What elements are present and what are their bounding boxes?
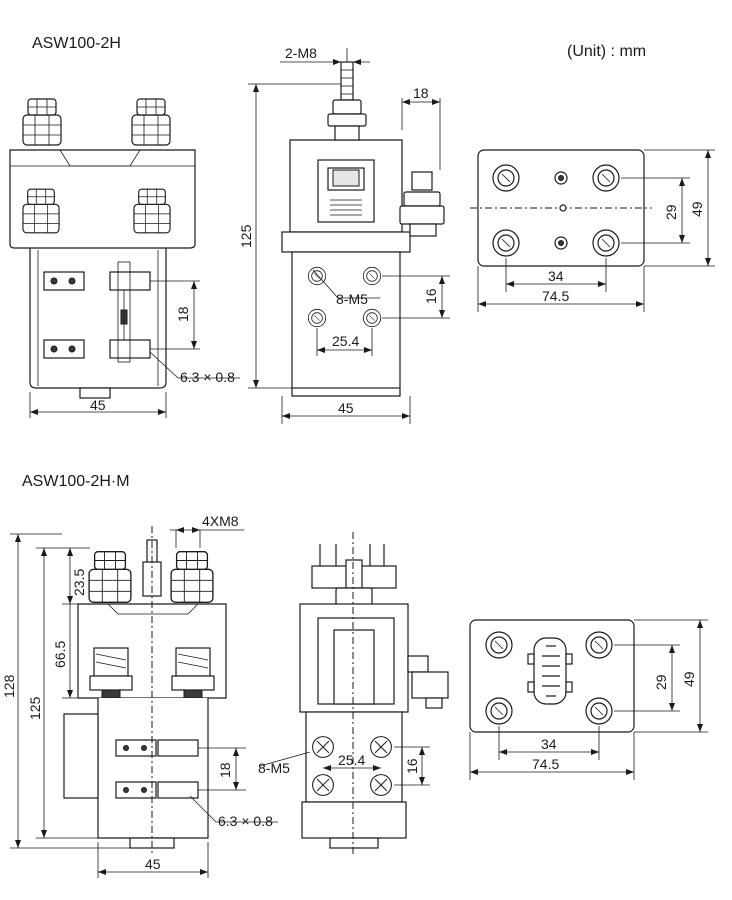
model1-title: ASW100-2H <box>32 35 121 52</box>
model1-side-thread: 2-M8 <box>285 45 317 61</box>
model1-top-inner-h: 34 <box>548 268 564 284</box>
model2-title: ASW100-2H·M <box>22 473 130 490</box>
model1-side-view: 2-M8 18 125 8-M5 16 25.4 45 <box>238 45 450 424</box>
model1-front-tab: 6.3 × 0.8 <box>180 369 235 385</box>
model2-front-tab: 6.3 × 0.8 <box>218 813 273 829</box>
model1-side-offset: 18 <box>413 85 429 101</box>
model1-top-view: 29 49 34 74.5 <box>470 149 715 312</box>
model1-side-height: 125 <box>238 224 254 248</box>
model2-front-pitch: 18 <box>217 762 233 778</box>
model1-top-outer-h: 74.5 <box>542 288 569 304</box>
model2-front-width: 45 <box>145 856 161 872</box>
model1-front-view: 45 18 6.3 × 0.8 <box>9 98 240 418</box>
model2-top-inner-v: 29 <box>653 674 669 690</box>
unit-label: (Unit) : mm <box>567 43 646 60</box>
model2-front-total-h: 128 <box>1 674 17 698</box>
model2-top-outer-v: 49 <box>681 671 697 687</box>
model2-side-holes: 8-M5 <box>258 760 290 776</box>
model1-side-hole-v: 16 <box>423 288 439 304</box>
model1-top-inner-v: 29 <box>663 204 679 220</box>
model2-front-thread: 4XM8 <box>202 513 239 529</box>
model2-front-view: 4XM8 23.5 66.5 125 128 18 6.3 × 0.8 45 <box>1 513 278 878</box>
model1-top-outer-v: 49 <box>689 201 705 217</box>
model1-side-holes: 8-M5 <box>336 291 368 307</box>
model2-top-outer-h: 74.5 <box>532 756 559 772</box>
model1-side-hole-h: 25.4 <box>332 333 359 349</box>
model2-front-height: 125 <box>27 696 43 720</box>
model1-front-pitch: 18 <box>175 306 191 322</box>
model2-side-hole-v: 16 <box>404 758 420 774</box>
model2-top-inner-h: 34 <box>541 736 557 752</box>
model2-side-view: 8-M5 25.4 16 <box>258 532 449 856</box>
model1-front-width: 45 <box>90 397 106 413</box>
model2-side-hole-h: 25.4 <box>338 752 365 768</box>
model2-front-mid-h: 66.5 <box>52 641 68 668</box>
model2-top-view: 29 49 34 74.5 <box>469 619 708 780</box>
model2-front-top-h: 23.5 <box>71 569 87 596</box>
model1-side-width: 45 <box>338 400 354 416</box>
